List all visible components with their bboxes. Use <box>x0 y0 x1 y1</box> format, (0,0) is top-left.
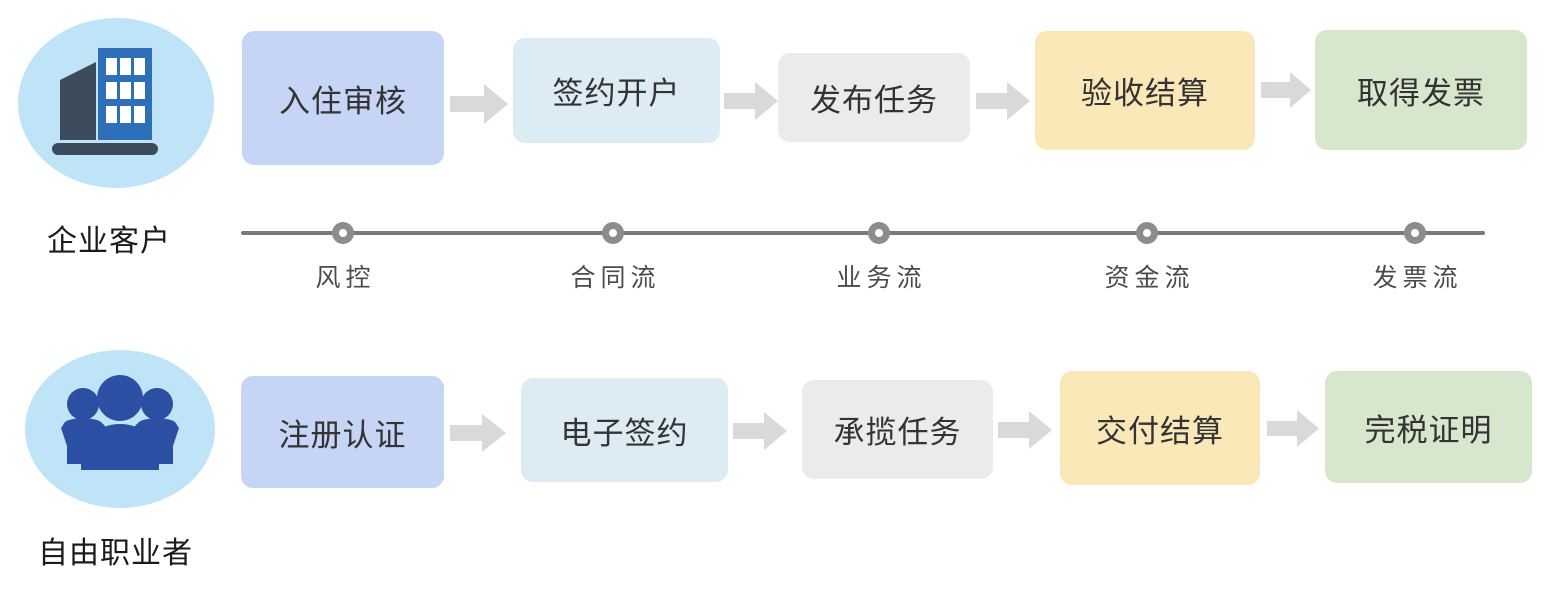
step-label: 交付结算 <box>1096 413 1224 449</box>
arrow-right-icon <box>733 412 787 450</box>
step-box-enterprise-1[interactable]: 入住审核 <box>242 31 444 165</box>
timeline-dot-3[interactable] <box>868 222 890 244</box>
arrow-right-icon <box>1261 72 1311 108</box>
step-box-freelancer-5[interactable]: 完税证明 <box>1325 371 1532 483</box>
timeline-label-3: 业务流 <box>836 264 927 292</box>
arrow-right-icon <box>450 84 508 124</box>
arrow-right-icon <box>724 82 778 120</box>
step-box-freelancer-1[interactable]: 注册认证 <box>241 376 444 488</box>
step-label: 完税证明 <box>1364 412 1493 448</box>
arrow-right-icon <box>1267 410 1319 447</box>
timeline-dot-1[interactable] <box>332 222 354 244</box>
step-box-freelancer-2[interactable]: 电子签约 <box>521 378 728 482</box>
arrow-right-icon <box>998 411 1052 449</box>
arrow-right-icon <box>450 414 506 452</box>
step-label: 入住审核 <box>279 83 407 119</box>
step-label: 注册认证 <box>278 417 407 453</box>
step-box-enterprise-3[interactable]: 发布任务 <box>778 53 970 142</box>
timeline-label-2: 合同流 <box>570 264 661 292</box>
step-box-freelancer-3[interactable]: 承揽任务 <box>802 380 993 479</box>
building-icon <box>18 18 214 188</box>
step-label: 验收结算 <box>1081 76 1209 111</box>
step-label: 取得发票 <box>1357 75 1485 111</box>
step-label: 签约开户 <box>552 76 681 111</box>
step-box-freelancer-4[interactable]: 交付结算 <box>1060 371 1260 485</box>
step-label: 发布任务 <box>810 83 938 118</box>
actor-label-freelancer: 自由职业者 <box>38 537 193 570</box>
actor-label-enterprise: 企业客户 <box>47 225 171 258</box>
people-group-icon <box>25 350 215 508</box>
step-label: 承揽任务 <box>833 415 962 450</box>
timeline-axis <box>241 231 1485 235</box>
timeline-dot-4[interactable] <box>1136 222 1158 244</box>
timeline-label-4: 资金流 <box>1104 264 1195 292</box>
step-box-enterprise-5[interactable]: 取得发票 <box>1315 30 1527 150</box>
timeline-label-1: 风控 <box>315 264 376 292</box>
step-box-enterprise-4[interactable]: 验收结算 <box>1035 31 1255 150</box>
step-label: 电子签约 <box>560 415 689 451</box>
step-box-enterprise-2[interactable]: 签约开户 <box>513 38 720 143</box>
timeline-dot-2[interactable] <box>602 222 624 244</box>
arrow-right-icon <box>976 82 1030 120</box>
timeline-label-5: 发票流 <box>1372 264 1463 292</box>
timeline-dot-5[interactable] <box>1404 222 1426 244</box>
